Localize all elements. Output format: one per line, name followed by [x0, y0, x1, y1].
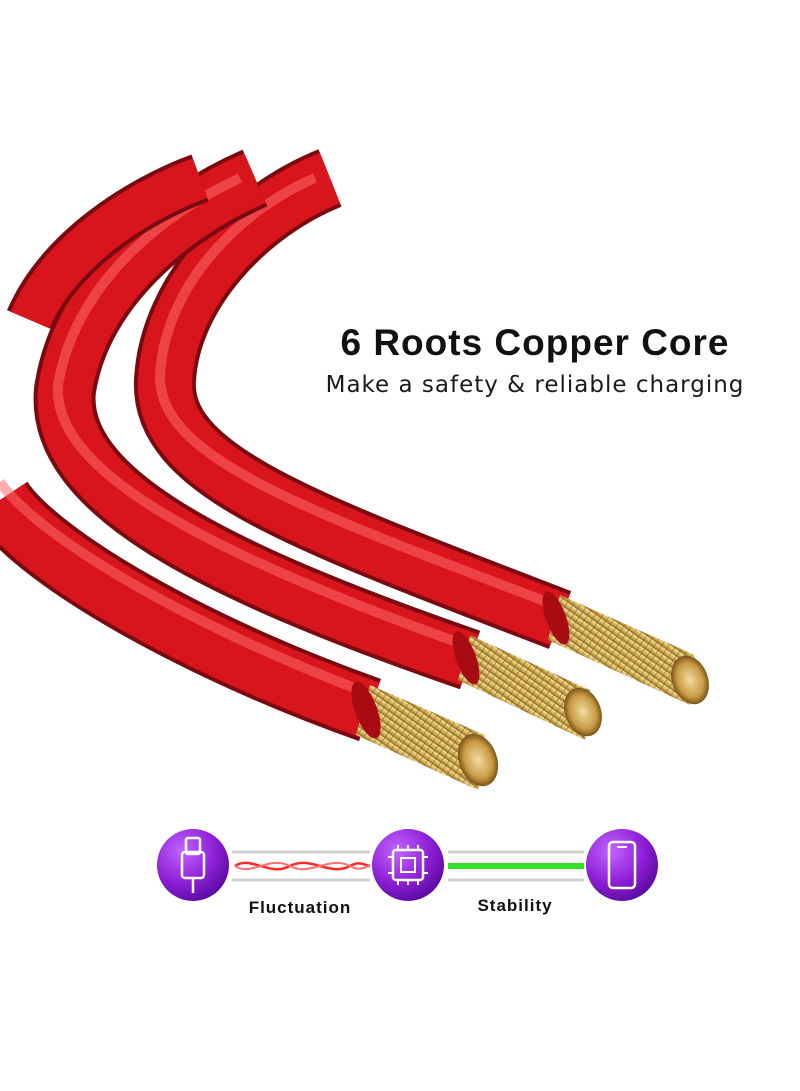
fluctuation-line	[232, 850, 371, 882]
fluctuation-label: Fluctuation	[248, 898, 352, 917]
chip-icon	[372, 829, 444, 901]
stability-label: Stability	[477, 896, 553, 915]
usb-plug-icon	[157, 829, 229, 901]
cable-front	[0, 154, 499, 790]
cable-middle	[33, 149, 602, 740]
cable-back	[133, 149, 709, 705]
headline-title: 6 Roots Copper Core	[340, 322, 730, 363]
headline-subtitle: Make a safety & reliable charging	[325, 372, 745, 398]
signal-diagram	[157, 829, 658, 901]
smartphone-icon	[586, 829, 658, 901]
stability-line	[448, 850, 584, 882]
headline-block: 6 Roots Copper Core Make a safety & reli…	[300, 322, 770, 398]
